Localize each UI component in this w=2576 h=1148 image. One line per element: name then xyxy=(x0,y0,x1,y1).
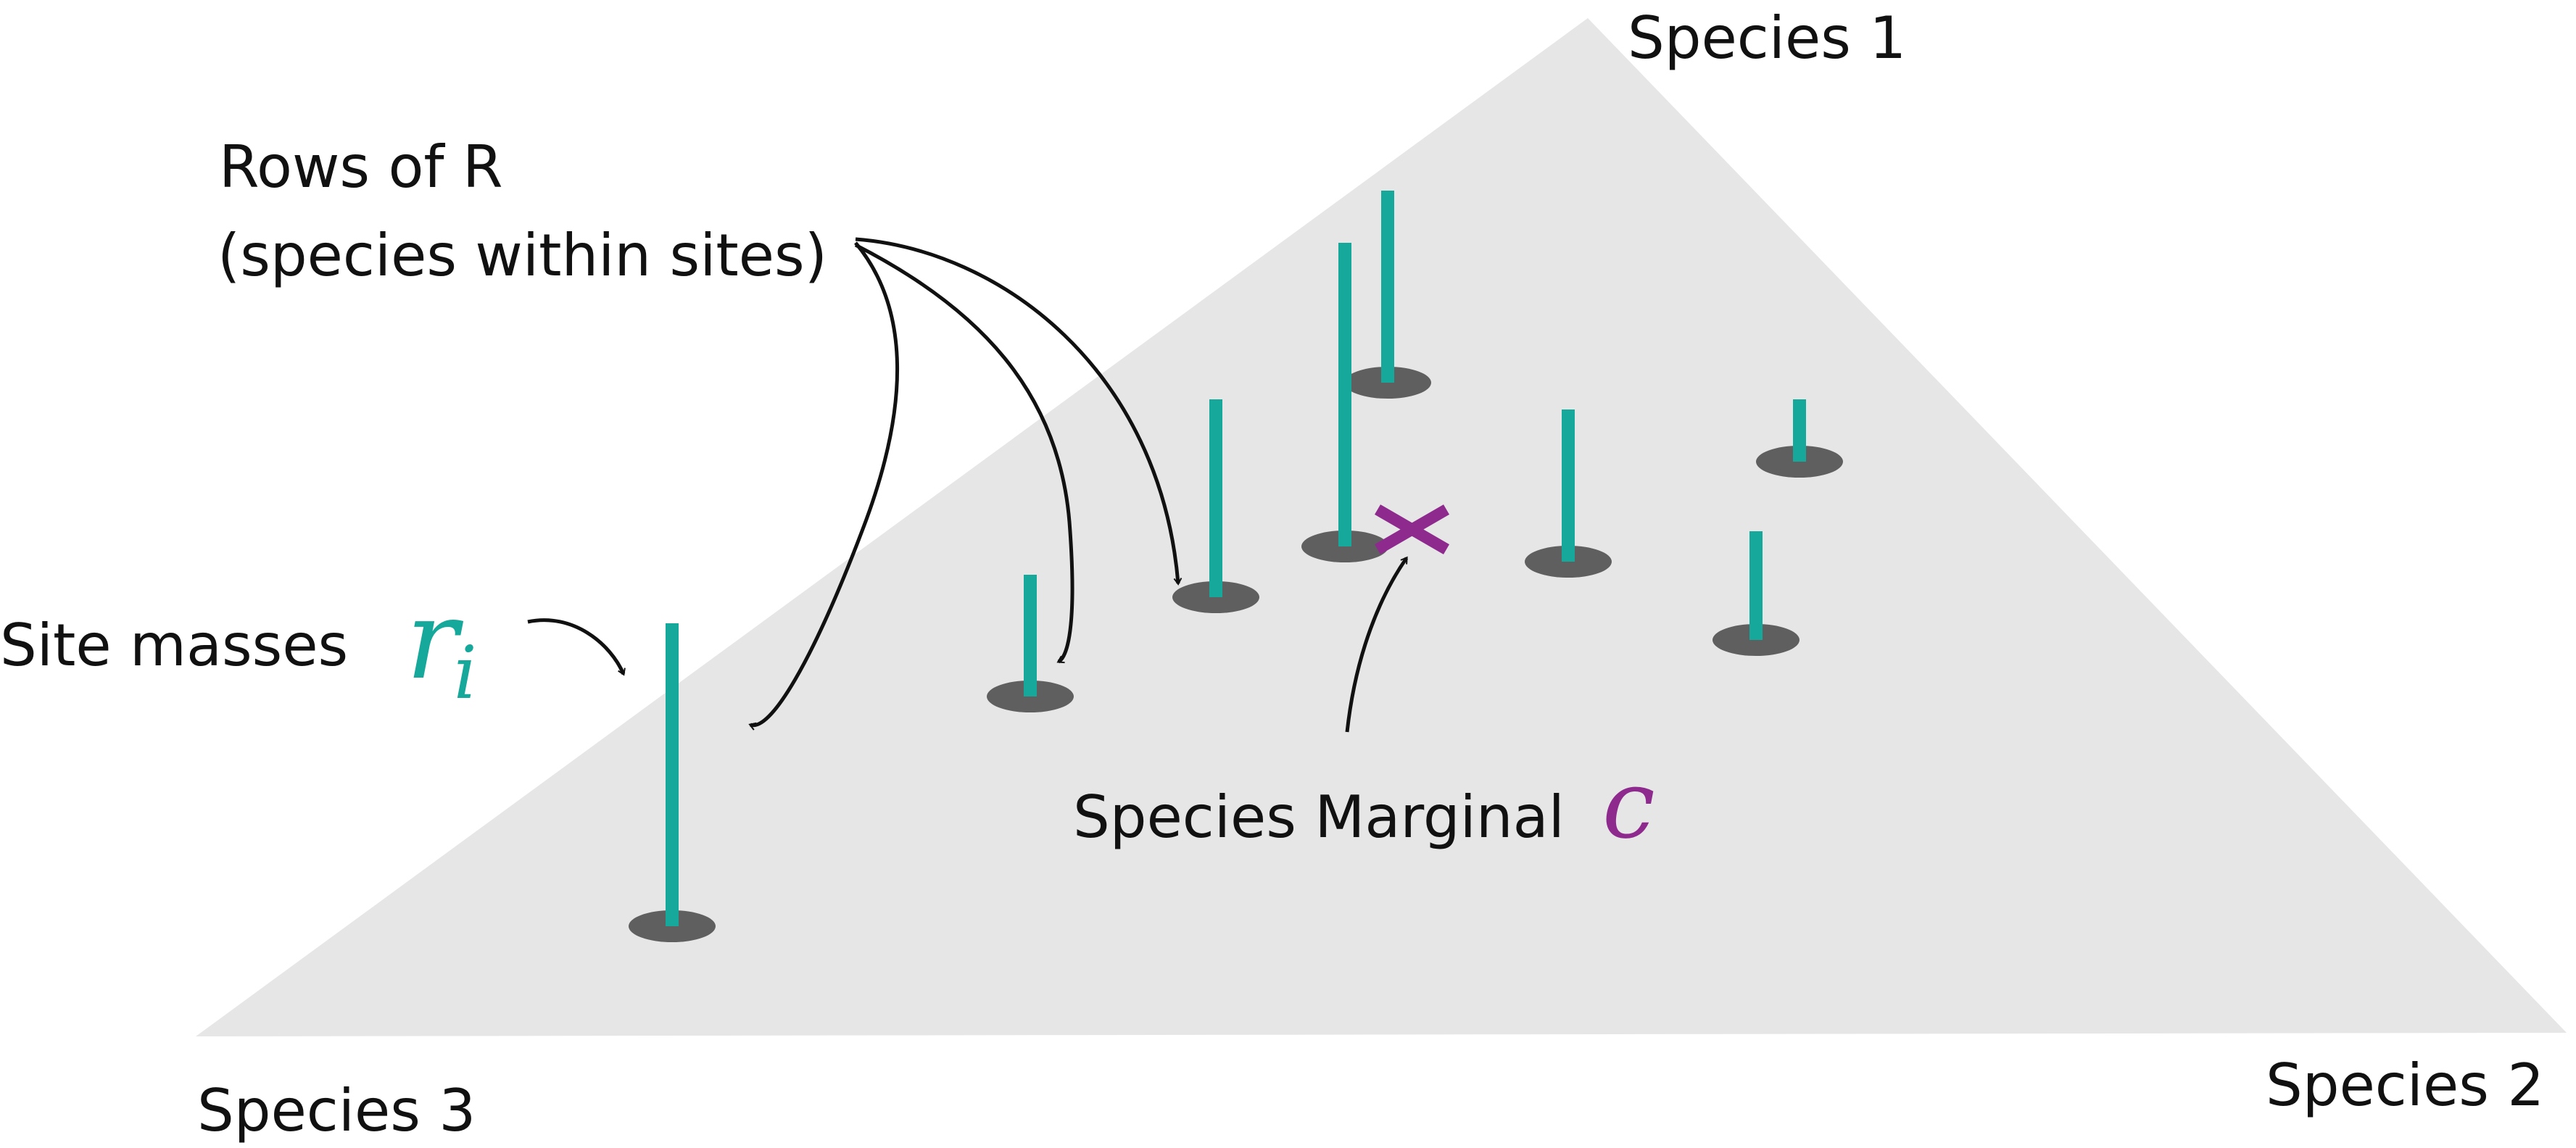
simplex-triangle xyxy=(196,18,2567,1036)
rows-label-line1: Rows of R xyxy=(219,133,503,201)
vertex-label-species-3: Species 3 xyxy=(197,1077,476,1144)
site-bar xyxy=(1209,399,1222,597)
arrow-rows-3 xyxy=(855,237,1183,586)
rows-label-line2: (species within sites) xyxy=(218,222,827,289)
site-bar xyxy=(1024,575,1037,696)
site-bars xyxy=(666,191,1806,926)
vertex-label-species-2: Species 2 xyxy=(2266,1052,2544,1119)
arrows xyxy=(527,237,1409,733)
species-marginal-label: Species Marginal xyxy=(1073,783,1565,851)
vertex-label-species-1: Species 1 xyxy=(1628,4,1906,72)
site-masses-label: Site masses xyxy=(0,612,348,679)
arrow-rows-1 xyxy=(748,241,900,731)
site-masses-subscript: i xyxy=(454,631,477,715)
site-bar xyxy=(1749,531,1763,640)
site-masses-symbol: ri xyxy=(406,578,477,715)
site-bar xyxy=(666,623,679,926)
site-bar xyxy=(1381,191,1394,383)
site-bar xyxy=(1338,243,1351,546)
arrow-site-masses xyxy=(527,618,626,676)
species-marginal-symbol: c xyxy=(1602,749,1655,860)
arrow-rows-2 xyxy=(854,243,1074,664)
species-marginal-marker xyxy=(1374,504,1450,554)
site-masses-r: r xyxy=(406,578,464,704)
site-bar xyxy=(1793,399,1806,462)
arrow-marginal xyxy=(1345,556,1409,733)
site-bar xyxy=(1562,409,1575,562)
